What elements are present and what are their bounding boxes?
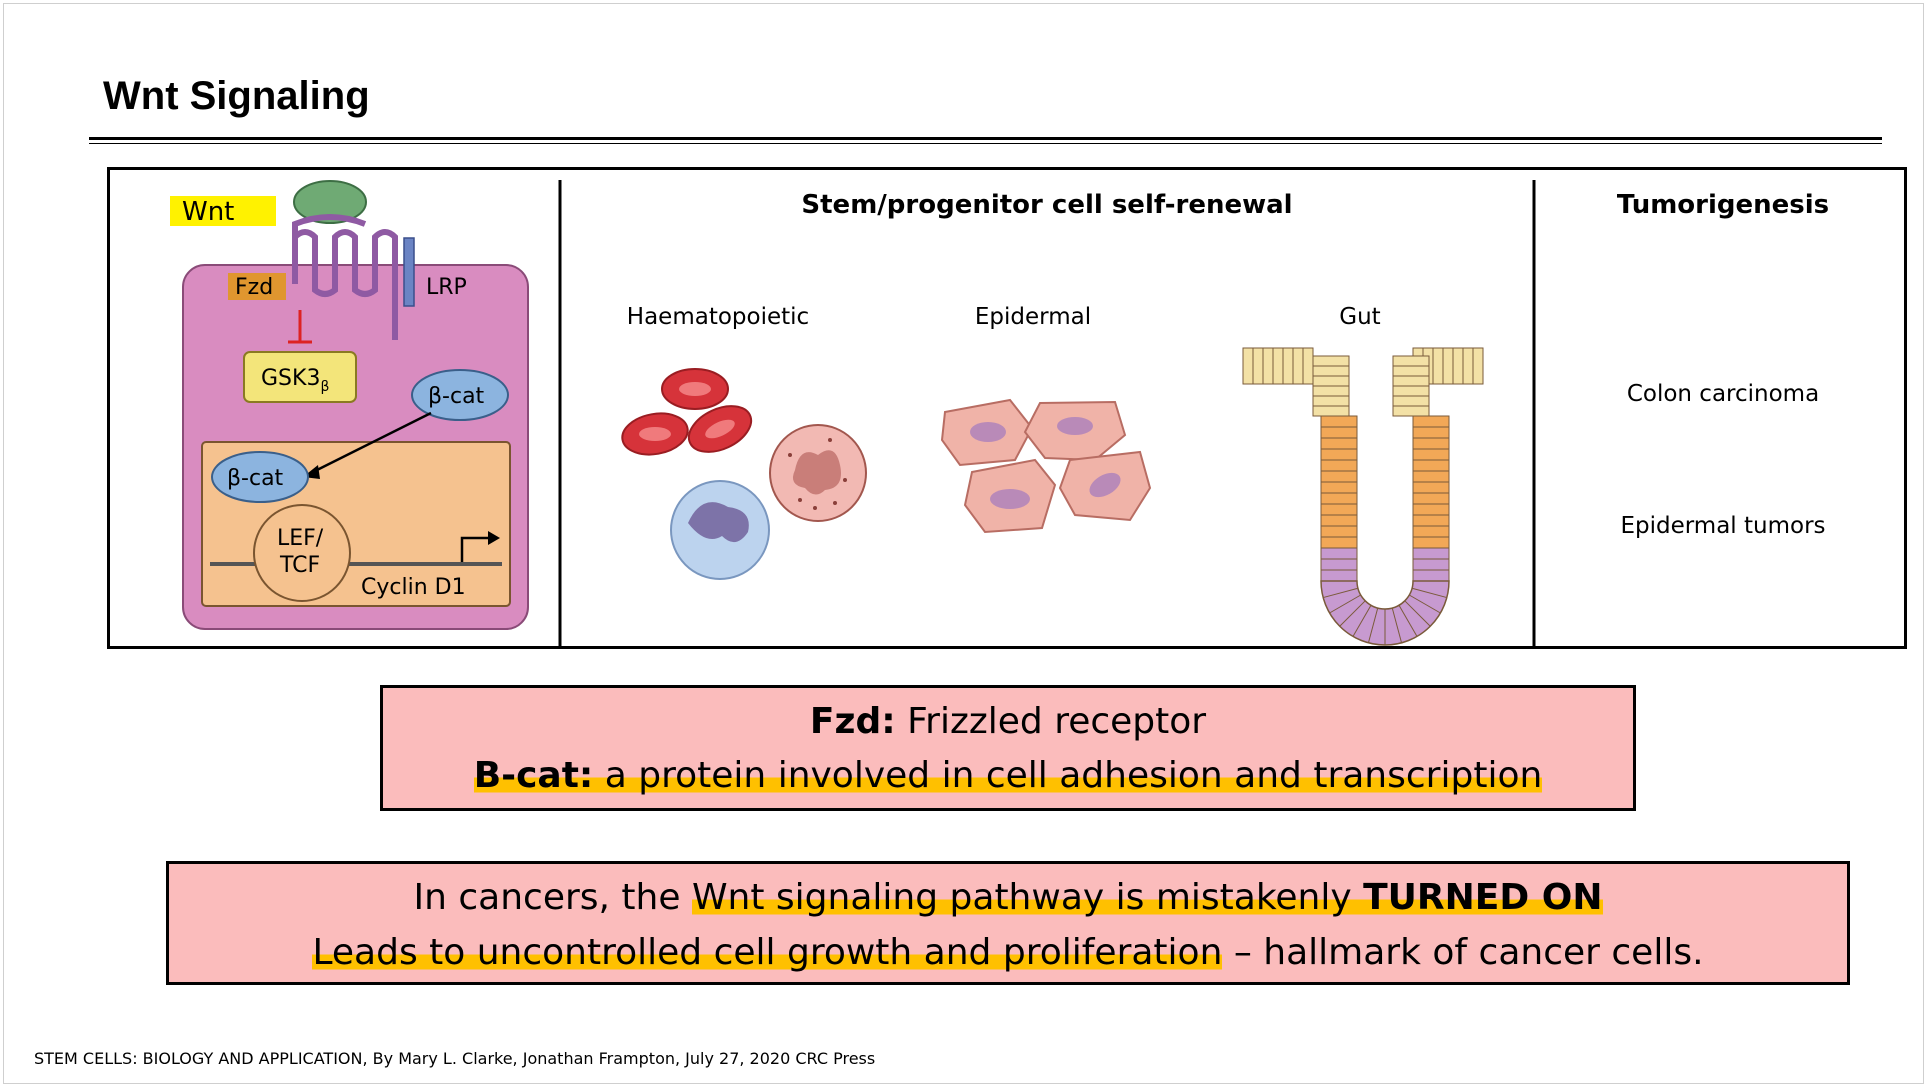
haematopoietic-cells-icon bbox=[621, 368, 867, 580]
wnt-ligand-icon bbox=[293, 180, 367, 224]
cancer-line1-middle: Wnt signaling pathway is mistakenly bbox=[691, 877, 1364, 918]
self-renewal-panel: Stem/progenitor cell self-renewal Haemat… bbox=[621, 190, 1484, 646]
tumorigenesis-panel: Tumorigenesis Colon carcinoma Epidermal … bbox=[1617, 190, 1829, 539]
lrp-label: LRP bbox=[426, 275, 467, 300]
slide-frame bbox=[3, 3, 1924, 1084]
bcat-nuclear-label: β-cat bbox=[227, 466, 284, 491]
tumor-colon-carcinoma: Colon carcinoma bbox=[1627, 381, 1819, 407]
definitions-box: Fzd: Frizzled receptor B-cat: a protein … bbox=[380, 685, 1636, 811]
wnt-label: Wnt bbox=[182, 197, 234, 227]
cancer-summary-box: In cancers, the Wnt signaling pathway is… bbox=[166, 861, 1850, 985]
definition-bcat-highlight: B-cat: a protein involved in cell adhesi… bbox=[473, 755, 1543, 796]
slide-title: Wnt Signaling bbox=[103, 74, 370, 118]
definition-fzd-term: Fzd: bbox=[809, 701, 896, 742]
cancer-line2-highlight: Leads to uncontrolled cell growth and pr… bbox=[312, 932, 1223, 973]
wnt-figure-graphic: Wnt Fzd LRP GSK3β β-cat bbox=[170, 180, 1829, 646]
gut-crypt-icon bbox=[1242, 347, 1484, 646]
gsk3b-label: GSK3 bbox=[261, 366, 320, 391]
lef-label: LEF/ bbox=[277, 526, 324, 551]
cancer-summary-line-2: Leads to uncontrolled cell growth and pr… bbox=[169, 925, 1847, 980]
definition-fzd-text: Frizzled receptor bbox=[895, 701, 1207, 742]
fzd-receptor-icon bbox=[292, 229, 398, 340]
definition-fzd: Fzd: Frizzled receptor bbox=[383, 695, 1633, 749]
pathway-panel: Wnt Fzd LRP GSK3β β-cat bbox=[170, 180, 529, 630]
lef-tcf-icon bbox=[253, 504, 351, 602]
citation: STEM CELLS: BIOLOGY AND APPLICATION, By … bbox=[34, 1049, 876, 1068]
bcat-cytoplasm-icon bbox=[411, 369, 509, 421]
bcat-cytoplasm-label: β-cat bbox=[428, 384, 485, 409]
cancer-line1-emphasis: TURNED ON bbox=[1363, 877, 1603, 918]
epidermal-label: Epidermal bbox=[975, 304, 1091, 330]
translocation-arrow bbox=[312, 411, 432, 474]
cancer-line2-suffix: – hallmark of cancer cells. bbox=[1222, 932, 1704, 973]
gsk3b-box bbox=[243, 351, 357, 403]
wnt-highlight bbox=[170, 196, 276, 226]
gsk3b-subscript: β bbox=[320, 379, 329, 395]
wnt-figure: Wnt Fzd LRP GSK3β β-cat bbox=[107, 167, 1907, 649]
fzd-label: Fzd bbox=[235, 275, 273, 300]
tumorigenesis-header: Tumorigenesis bbox=[1617, 190, 1829, 220]
lrp-coreceptor-icon bbox=[403, 237, 415, 307]
definition-bcat: B-cat: a protein involved in cell adhesi… bbox=[383, 749, 1633, 803]
haematopoietic-label: Haematopoietic bbox=[627, 304, 809, 330]
cancer-line1-highlight: Wnt signaling pathway is mistakenly TURN… bbox=[691, 877, 1603, 918]
gut-label: Gut bbox=[1339, 304, 1380, 330]
bcat-nuclear-icon bbox=[211, 451, 309, 503]
definition-bcat-term: B-cat: bbox=[473, 755, 594, 796]
gsk3b-label-group: GSK3β bbox=[261, 366, 329, 395]
epidermal-cells-icon bbox=[940, 398, 1152, 534]
fzd-loop-icon bbox=[292, 214, 367, 237]
cyclin-d1-label: Cyclin D1 bbox=[361, 575, 466, 600]
cancer-line1-prefix: In cancers, the bbox=[413, 877, 692, 918]
tumor-epidermal: Epidermal tumors bbox=[1620, 513, 1825, 539]
tcf-label: TCF bbox=[279, 553, 320, 578]
title-rule-thin bbox=[89, 143, 1882, 144]
cancer-summary-line-1: In cancers, the Wnt signaling pathway is… bbox=[169, 870, 1847, 925]
title-rule bbox=[89, 137, 1882, 140]
transcription-start-arrow bbox=[460, 536, 494, 562]
self-renewal-header: Stem/progenitor cell self-renewal bbox=[801, 190, 1292, 220]
transcription-start-arrowhead bbox=[488, 531, 500, 545]
fzd-highlight bbox=[228, 273, 286, 300]
definition-bcat-text: a protein involved in cell adhesion and … bbox=[593, 755, 1543, 796]
